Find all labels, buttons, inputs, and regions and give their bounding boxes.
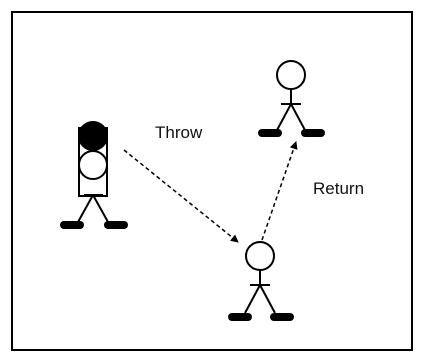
top-figure-head: [277, 61, 305, 89]
thrower-left-leg: [78, 195, 93, 222]
bottom-figure-left-foot: [228, 313, 252, 321]
top-figure-right-foot: [301, 129, 325, 137]
thrower-left-foot: [60, 221, 84, 229]
bottom-figure-left-leg: [245, 285, 260, 313]
bottom-figure: [228, 242, 294, 321]
thrower-head: [79, 151, 107, 179]
bottom-figure-right-leg: [260, 285, 275, 313]
top-figure-right-leg: [291, 104, 306, 132]
return-arrow: [262, 142, 296, 240]
return-label: Return: [313, 179, 364, 198]
top-figure-left-leg: [276, 104, 291, 132]
thrower-right-leg: [93, 195, 108, 222]
bottom-figure-right-foot: [270, 313, 294, 321]
top-figure: [258, 61, 325, 137]
top-figure-left-foot: [258, 129, 282, 137]
thrower-figure: [60, 122, 128, 229]
throw-label: Throw: [155, 123, 203, 142]
bottom-figure-head: [246, 242, 274, 270]
thrower-right-foot: [104, 221, 128, 229]
throw-arrow: [124, 150, 238, 242]
thrower-dark-head: [79, 122, 107, 150]
